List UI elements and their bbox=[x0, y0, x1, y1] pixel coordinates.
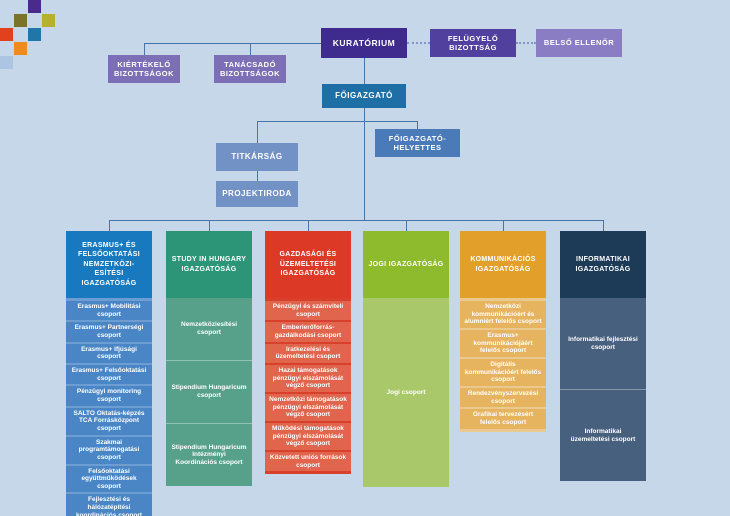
group-item: Nemzetközi kommunikációért és alumniért … bbox=[460, 301, 546, 328]
group-item: Informatikai fejlesztési csoport bbox=[568, 335, 638, 351]
group-item: Informatikai üzemeltetési csoport bbox=[560, 389, 646, 481]
group-item: Digitális kommunikációért felelős csopor… bbox=[460, 358, 546, 386]
group-item: Emberierőforrás-gazdálkodási csoport bbox=[265, 322, 351, 342]
connector-line bbox=[417, 121, 418, 129]
directorate-items-panel: Nemzetközi kommunikációért és alumniért … bbox=[460, 298, 546, 432]
connector-line bbox=[250, 43, 251, 55]
directorate-items-panel: Jogi csoport bbox=[363, 298, 449, 487]
group-item: Jogi csoport bbox=[386, 388, 426, 396]
group-item: Fejlesztési és hálózatépítési koordináci… bbox=[66, 494, 152, 516]
connector-line bbox=[364, 108, 365, 220]
box-titkarsag: TITKÁRSÁG bbox=[216, 143, 298, 171]
group-item: SALTO Oktatás-képzés TCA Forrásközpont c… bbox=[66, 407, 152, 435]
connector-line bbox=[503, 220, 504, 231]
box-projektiroda: PROJEKTIRODA bbox=[216, 181, 298, 207]
box-foigazgato-helyettes: FŐIGAZGATÓ-HELYETTES bbox=[375, 129, 460, 157]
logo-square bbox=[28, 0, 41, 13]
directorate-header: GAZDASÁGI ÉS ÜZEMELTETÉSI IGAZGATÓSÁG bbox=[265, 231, 351, 298]
group-item: Hazai támogatások pénzügyi elszámolását … bbox=[265, 364, 351, 392]
group-item: Közvetett uniós források csoport bbox=[265, 451, 351, 472]
box-tanacsado-bizottsagok: TANÁCSADÓ BIZOTTSÁGOK bbox=[214, 55, 286, 83]
connector-line bbox=[406, 220, 407, 231]
connector-line bbox=[209, 220, 210, 231]
directorate-header: ERASMUS+ ÉS FELSŐOKTATÁSI NEMZETKÖZI-ESÍ… bbox=[66, 231, 152, 298]
group-item: Stipendium Hungaricum Intézményi Koordin… bbox=[166, 423, 252, 486]
connector-line bbox=[308, 220, 309, 231]
group-item: Iratkezelési és üzemeltetési csoport bbox=[265, 343, 351, 363]
box-felugyelo-bizottsag: FELÜGYELŐ BIZOTTSÁG bbox=[430, 29, 516, 57]
logo-square bbox=[42, 14, 55, 27]
group-item: Erasmus+ Ifjúsági csoport bbox=[66, 343, 152, 363]
connector-line bbox=[109, 220, 603, 221]
directorate-header: KOMMUNIKÁCIÓS IGAZGATÓSÁG bbox=[460, 231, 546, 298]
directorate-header: INFORMATIKAI IGAZGATÓSÁG bbox=[560, 231, 646, 298]
group-item: Felsőoktatási együttműködések csoport bbox=[66, 465, 152, 493]
logo-square bbox=[0, 56, 13, 69]
group-item: Nemzetközi támogatások pénzügyi elszámol… bbox=[265, 393, 351, 421]
group-item: Grafikai tervezésért felelős csoport bbox=[460, 409, 546, 429]
connector-line bbox=[257, 171, 258, 181]
box-belso-ellenor: BELSŐ ELLENŐR bbox=[536, 29, 622, 57]
logo-square bbox=[0, 28, 13, 41]
logo-square bbox=[28, 28, 41, 41]
directorate-column-erasmus-felsooktatasi: ERASMUS+ ÉS FELSŐOKTATÁSI NEMZETKÖZI-ESÍ… bbox=[66, 231, 152, 516]
group-item: Nemzetköziesítési csoport bbox=[181, 321, 237, 336]
connector-line bbox=[257, 121, 417, 122]
group-item: Pénzügyi és számviteli csoport bbox=[265, 301, 351, 321]
directorate-header: JOGI IGAZGATÓSÁG bbox=[363, 231, 449, 298]
connector-line bbox=[257, 121, 258, 143]
directorate-column-jogi: JOGI IGAZGATÓSÁG Jogi csoport bbox=[363, 231, 449, 487]
logo-square bbox=[14, 14, 27, 27]
connector-line bbox=[144, 43, 321, 44]
box-kuratorium: KURATÓRIUM bbox=[321, 28, 407, 58]
directorate-column-kommunikacios: KOMMUNIKÁCIÓS IGAZGATÓSÁG Nemzetközi komm… bbox=[460, 231, 546, 432]
dotted-connector-line bbox=[516, 42, 536, 44]
box-kiertekelo-bizottsagok: KIÉRTÉKELŐ BIZOTTSÁGOK bbox=[108, 55, 180, 83]
connector-line bbox=[109, 220, 110, 231]
connector-line bbox=[144, 43, 145, 55]
box-foigazgato: FŐIGAZGATÓ bbox=[322, 84, 406, 108]
group-item: Pénzügyi monitoring csoport bbox=[66, 386, 152, 406]
group-item: Erasmus+ Mobilitási csoport bbox=[66, 301, 152, 321]
logo-square bbox=[14, 42, 27, 55]
connector-line bbox=[364, 58, 365, 84]
group-item: Erasmus+ Partnerségi csoport bbox=[66, 322, 152, 342]
directorate-header: STUDY IN HUNGARY IGAZGATÓSÁG bbox=[166, 231, 252, 298]
group-item: Szakmai programtámogatási csoport bbox=[66, 436, 152, 464]
group-item: Rendezvényszervezési csoport bbox=[460, 387, 546, 408]
group-item: Erasmus+ kommunikációjáért felelős csopo… bbox=[460, 329, 546, 357]
group-item: Működési támogatások pénzügyi elszámolás… bbox=[265, 422, 351, 450]
dotted-connector-line bbox=[407, 42, 430, 44]
connector-line bbox=[603, 220, 604, 231]
group-item: Stipendium Hungaricum csoport bbox=[166, 360, 252, 423]
group-item: Erasmus+ Felsőoktatási csoport bbox=[66, 364, 152, 385]
